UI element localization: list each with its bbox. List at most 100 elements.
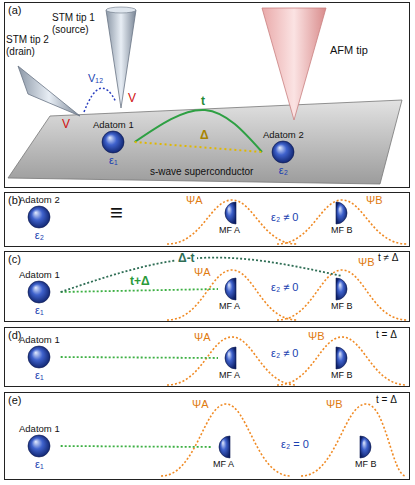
majorana-fermion: MF A <box>219 346 240 381</box>
edge-label: t+Δ <box>130 275 150 289</box>
energy-label: ε₁ <box>109 154 118 166</box>
node-name: Adatom 1 <box>19 423 60 434</box>
adatom-sphere <box>271 140 295 164</box>
adatom-sphere <box>28 346 50 368</box>
voltage-label: V₁₂ <box>88 72 103 85</box>
node-name: (a) <box>8 4 21 16</box>
majorana-half-sphere <box>217 435 231 459</box>
adatom-sphere <box>101 130 125 154</box>
wavefunction-curve <box>161 404 291 476</box>
node-name: MF A <box>219 301 240 312</box>
wavefunction-label: ΨB <box>366 194 383 207</box>
hopping-connector <box>135 110 262 152</box>
majorana-fermion: MF A <box>219 277 240 312</box>
node-name: (c) <box>8 253 21 265</box>
voltage-arc <box>84 88 116 112</box>
figure-panel: (b)Adatom 2ε₂MF AMF B <box>4 192 410 247</box>
node-name: Adatom 1 <box>19 269 60 280</box>
tip-label: STM tip 1 (source) <box>52 12 104 35</box>
tip-label: STM tip 2 (drain) <box>6 34 54 57</box>
afm-tip <box>262 8 326 120</box>
wavefunction-label: ΨA <box>192 398 209 411</box>
wavefunctions <box>161 200 407 476</box>
node-name: MF A <box>213 459 234 470</box>
condition-label: t ≠ Δ <box>378 252 399 264</box>
edge-label: t <box>201 95 205 109</box>
edge-label: Δ-t <box>176 252 197 266</box>
equivalence-sign: ≡ <box>110 200 123 225</box>
majorana-half-sphere <box>359 435 373 459</box>
majorana-half-sphere <box>335 277 349 301</box>
majorana-fermion: MF A <box>213 435 234 470</box>
adatom-sphere <box>28 435 50 457</box>
majorana-half-sphere <box>225 202 236 224</box>
adatom-sphere <box>28 281 50 303</box>
adatom-sphere <box>102 131 124 153</box>
adatom-sphere <box>27 205 51 229</box>
wavefunction-curve <box>277 270 407 320</box>
node-name: MF A <box>219 370 240 381</box>
adatom-sphere <box>27 280 51 304</box>
majorana-half-sphere <box>225 347 236 369</box>
adatom-sphere <box>28 206 50 228</box>
node-name: MF B <box>331 301 353 312</box>
figure-panel: (c) Adatom 1 ε₁ MF A MF B <box>4 251 410 322</box>
wavefunction-label: ΨA <box>186 194 203 207</box>
energy-label: ε₁ <box>35 304 44 316</box>
majorana-half-sphere <box>219 436 230 458</box>
hopping-connector <box>135 142 262 152</box>
adatom-sphere <box>272 141 294 163</box>
node-name: (e) <box>8 394 21 406</box>
adatom: Adatom 1 ε₁ <box>93 119 134 166</box>
node-name: MF B <box>331 370 353 381</box>
node-name: MF B <box>355 459 377 470</box>
energy-label: ε₂ ≠ 0 <box>269 211 300 224</box>
condition-label: t = Δ <box>376 329 397 341</box>
hopping-connector <box>61 289 218 292</box>
energy-label: ε₂ ≠ 0 <box>269 347 300 360</box>
adatom: Adatom 2ε₂ <box>19 194 60 241</box>
majorana-half-sphere <box>335 346 349 370</box>
majorana-fermion: MF A <box>219 201 240 236</box>
majorana-fermion: MF B <box>355 435 377 470</box>
adatom: Adatom 1ε₁ <box>19 334 60 381</box>
adatom: Adatom 1 ε₁ <box>19 423 60 470</box>
node-name: MF A <box>219 225 240 236</box>
majorana-half-sphere <box>223 346 237 370</box>
wavefunction-curve <box>167 270 297 320</box>
node-name: Adatom 1 <box>93 119 134 130</box>
wavefunction-curve <box>301 404 406 476</box>
tip-label: AFM tip <box>330 44 368 57</box>
majorana-fermion: MF B <box>331 277 353 312</box>
edge-label: Δ <box>200 129 209 143</box>
wavefunction-label: ΨB <box>358 256 375 269</box>
majorana-fermion: MF B <box>331 201 353 236</box>
wavefunction-curve <box>167 337 297 385</box>
energy-label: ε₂ <box>35 229 44 241</box>
wavefunction-label: ΨA <box>194 266 211 279</box>
majorana-half-sphere <box>223 277 237 301</box>
node-name: Adatom 2 <box>263 129 304 140</box>
energy-label: ε₂ <box>279 164 288 176</box>
majorana-half-sphere <box>225 278 236 300</box>
energy-label: ε₁ <box>35 458 44 470</box>
wavefunction-label: ΨB <box>308 330 325 343</box>
majorana-half-sphere <box>223 201 237 225</box>
majorana-half-sphere <box>360 436 371 458</box>
majorana-fermion: MF B <box>331 346 353 381</box>
energy-label: ε₂ = 0 <box>279 438 311 451</box>
wavefunction-label: ΨA <box>194 331 211 344</box>
energy-label: ε₁ <box>35 369 44 381</box>
majorana-half-sphere <box>335 201 349 225</box>
node-name: MF B <box>331 225 353 236</box>
adatom-sphere <box>27 345 51 369</box>
wavefunction-curve <box>277 337 407 385</box>
majorana-half-sphere <box>336 278 347 300</box>
stm-tip <box>18 66 80 116</box>
majorana-half-sphere <box>336 347 347 369</box>
adatom: Adatom 2 ε₂ <box>263 129 304 176</box>
voltage-label: V <box>62 118 70 132</box>
superconductor-surface <box>8 100 402 184</box>
